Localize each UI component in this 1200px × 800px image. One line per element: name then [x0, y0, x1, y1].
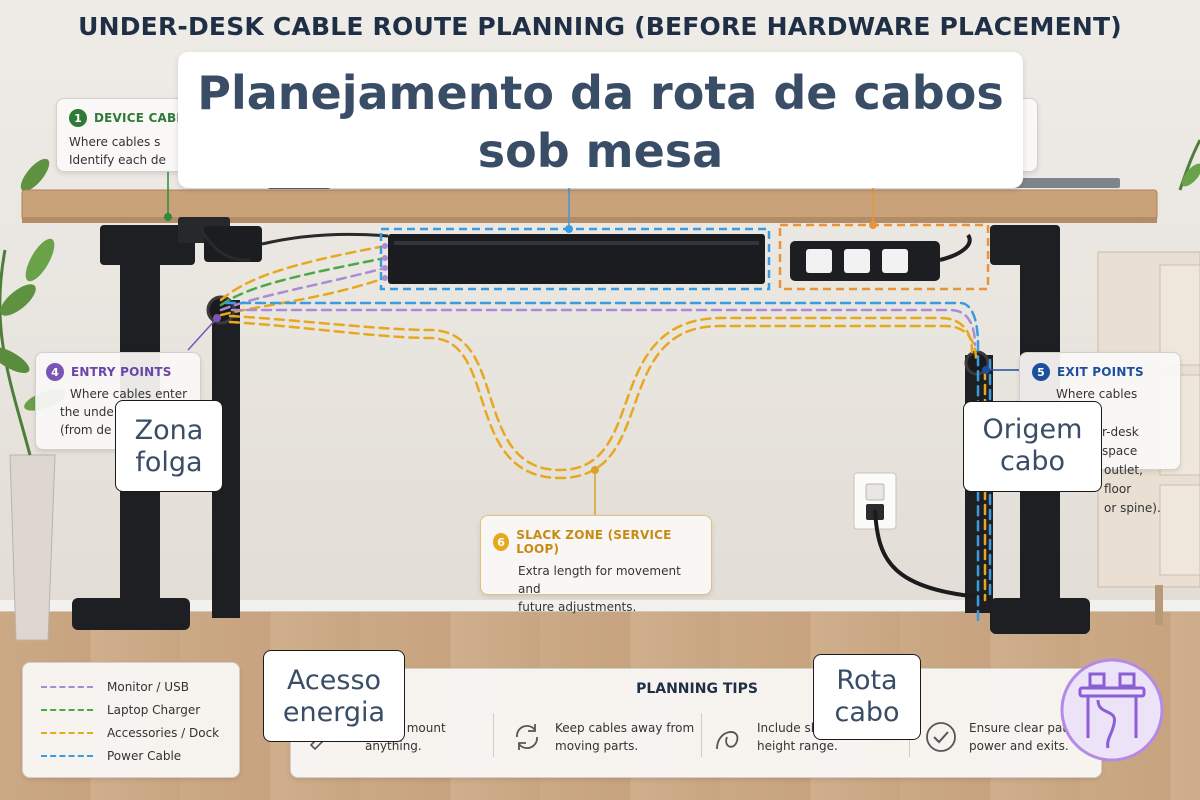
overlay-slack-zone: Zona folga [115, 400, 223, 492]
legend-swatch [41, 685, 93, 688]
card-text: the unde [60, 405, 114, 419]
tip-separator [493, 713, 494, 757]
card-title: DEVICE CABLE [94, 111, 193, 125]
tip-text: Keep cables away from [555, 721, 695, 735]
check-circle-icon [926, 722, 956, 752]
card-text: outlet, floor [1104, 463, 1143, 496]
card-text: Extra length for movement and [518, 564, 681, 596]
legend-label: Monitor / USB [107, 679, 189, 694]
tray-highlight [379, 227, 771, 291]
card-title: EXIT POINTS [1057, 365, 1144, 379]
card-text: Where cables enter [70, 387, 188, 401]
overlay-title: Planejamento da rota de cabos sob mesa [178, 52, 1023, 188]
legend-swatch [41, 731, 93, 734]
tips-title: PLANNING TIPS [636, 681, 758, 697]
card-text: Identify each de [69, 153, 166, 167]
tip-separator [701, 713, 702, 757]
overlay-cable-route: Rota cabo [813, 654, 921, 740]
tip-item: Keep cables away from moving parts. [509, 719, 694, 755]
legend-item: Power Cable [41, 744, 221, 767]
power-strip-icon [790, 233, 972, 281]
rotate-arrows-icon [516, 724, 538, 750]
baseboard [0, 600, 1200, 612]
tip-text: Ensure clear path to [969, 721, 1091, 735]
tip-text: height range. [757, 739, 838, 753]
power-highlight [778, 223, 990, 291]
legend-item: Monitor / USB [41, 675, 221, 698]
legend-item: Laptop Charger [41, 698, 221, 721]
legend-label: Laptop Charger [107, 702, 201, 717]
overlay-cable-origin: Origem cabo [963, 401, 1102, 492]
legend-swatch [41, 754, 93, 757]
legend: Monitor / USB Laptop Charger Accessories… [22, 662, 240, 778]
tip-text: Include sla [757, 721, 822, 735]
legend-item: Accessories / Dock [41, 721, 221, 744]
card-number: 4 [46, 363, 64, 381]
loop-icon [716, 731, 739, 750]
card-title: SLACK ZONE (SERVICE LOOP) [516, 528, 672, 556]
main-title: UNDER-DESK CABLE ROUTE PLANNING (BEFORE … [78, 12, 1122, 41]
wall-outlet-icon [853, 472, 991, 600]
card-text: or spine). [1104, 501, 1161, 515]
card-number: 1 [69, 109, 87, 127]
legend-label: Power Cable [107, 748, 182, 763]
tip-item: Include sla height range. [711, 719, 838, 755]
card-number: 6 [493, 533, 510, 551]
desk-top [21, 189, 1158, 221]
card-title: ENTRY POINTS [71, 365, 172, 379]
tip-text: power and exits. [969, 739, 1069, 753]
legend-label: Accessories / Dock [107, 725, 220, 740]
cable-tray [388, 234, 765, 284]
desk-logo-icon [1060, 658, 1164, 762]
tip-text: anything. [365, 739, 422, 753]
card-slack-zone: 6 SLACK ZONE (SERVICE LOOP) Extra length… [480, 515, 712, 614]
tip-text: moving parts. [555, 739, 639, 753]
card-text: future adjustments. [518, 600, 637, 614]
card-text: r-desk space [1102, 425, 1139, 458]
legend-swatch [41, 708, 93, 711]
card-number: 5 [1032, 363, 1050, 381]
overlay-power-access: Acesso energia [263, 650, 405, 742]
card-text: Where cables s [69, 135, 161, 149]
plant-icon [0, 158, 66, 641]
card-text: (from de [60, 423, 112, 437]
tip-item: Ensure clear path to power and exits. [923, 719, 1090, 755]
